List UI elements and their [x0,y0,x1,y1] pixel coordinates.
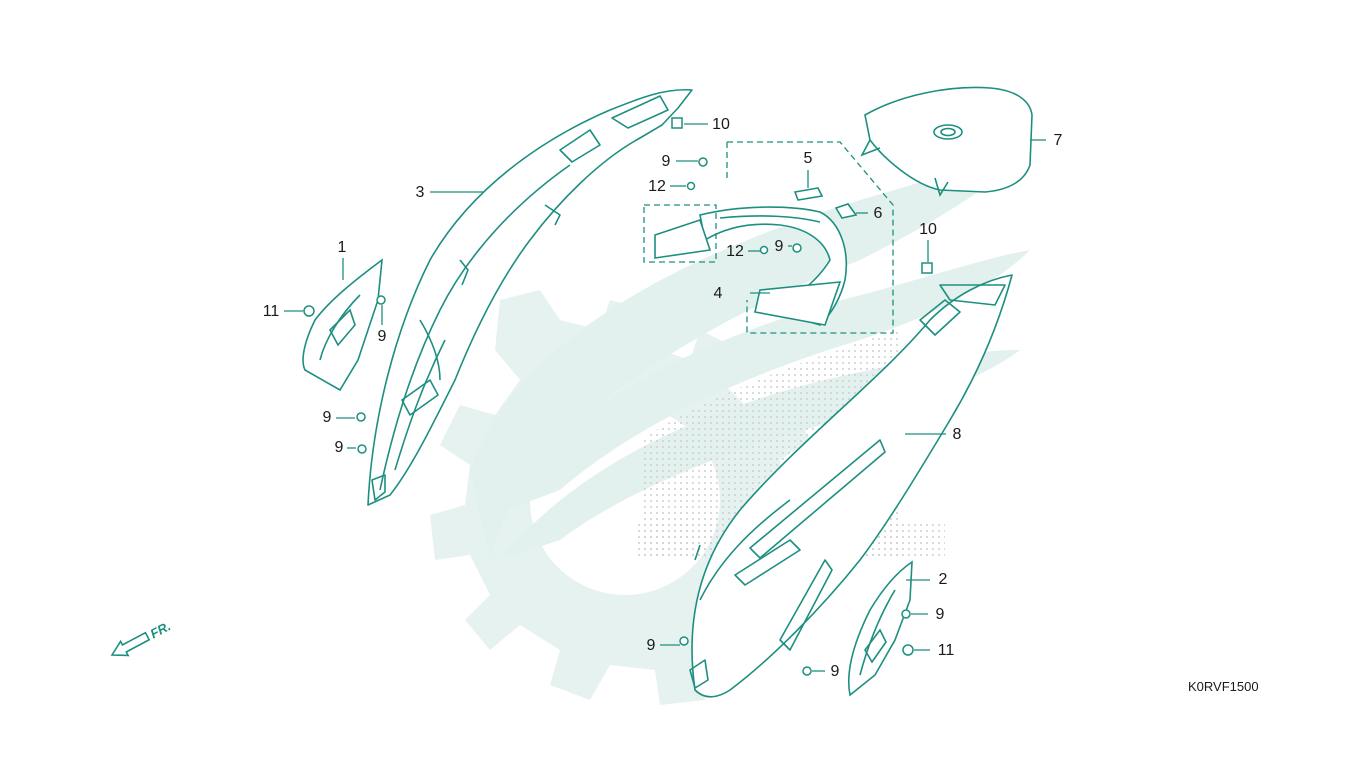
bolt-12-icon [686,181,696,191]
callout-5: 5 [804,150,813,167]
drawing-code: K0RVF1500 [1188,679,1259,694]
callout-9: 9 [662,153,671,170]
clip-10-icon [671,117,683,129]
callout-4: 4 [714,285,723,302]
callout-11: 11 [263,303,280,320]
part-4-rail [654,206,848,326]
callout-6: 6 [874,205,883,222]
callout-9: 9 [775,238,784,255]
part-6-clip [834,203,858,219]
part-2-trim [847,560,913,697]
callout-12: 12 [726,243,744,260]
screw-9-icon [792,243,802,253]
callout-10: 10 [919,221,937,238]
callout-9: 9 [323,409,332,426]
screw-9-icon [679,636,689,646]
callout-labels: 1 2 3 4 5 6 7 8 9 9 9 9 9 9 9 9 10 10 11… [263,116,1063,680]
callout-9: 9 [831,663,840,680]
assembly-boundary [643,141,894,334]
callout-9: 9 [378,328,387,345]
nut-11-icon [902,644,914,656]
callout-8: 8 [953,426,962,443]
callout-9: 9 [335,439,344,456]
direction-label: FR. [148,618,174,641]
front-direction-arrow-icon: FR. [110,618,174,657]
bolt-12-icon [759,245,769,255]
leader-lines [284,123,1046,672]
callout-9: 9 [936,606,945,623]
callout-10: 10 [712,116,730,133]
clip-10-icon [921,262,933,274]
screw-9-icon [901,609,911,619]
callout-1: 1 [338,239,347,256]
callout-11: 11 [938,642,955,659]
screw-9-icon [802,666,812,676]
fasteners [303,117,933,676]
screw-9-icon [698,157,708,167]
screw-9-icon [356,412,366,422]
part-5-clip [793,187,824,201]
callout-3: 3 [416,184,425,201]
part-8-body-cover [689,274,1013,698]
part-7-rear-cover [860,86,1033,197]
part-1-trim [302,258,383,392]
callout-7: 7 [1054,132,1063,149]
callout-2: 2 [939,571,948,588]
nut-11-icon [303,305,315,317]
screw-9-icon [376,295,386,305]
part-3-body-cover [367,88,693,506]
callout-9: 9 [647,637,656,654]
callout-12: 12 [648,178,666,195]
screw-9-icon [357,444,367,454]
